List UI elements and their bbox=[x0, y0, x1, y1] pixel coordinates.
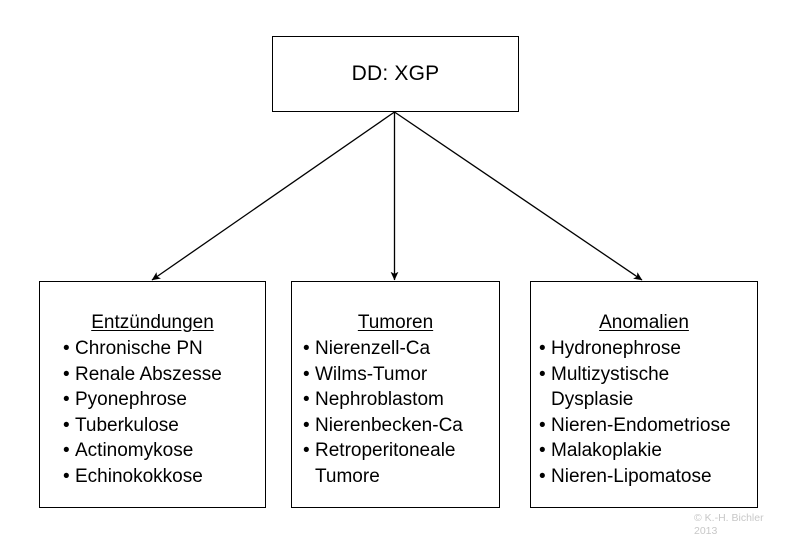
list-item-label: Chronische PN bbox=[75, 338, 203, 359]
list-item: •Renale Abszesse bbox=[63, 362, 259, 388]
bullet-icon: • bbox=[63, 363, 70, 385]
bullet-icon: • bbox=[63, 440, 70, 461]
list-item-label: Tumore bbox=[315, 465, 380, 487]
bullet-icon: • bbox=[539, 363, 546, 385]
list-item-label: Pyonephrose bbox=[75, 389, 187, 410]
list-item-label: Nieren-Endometriose bbox=[551, 414, 731, 436]
bullet-icon: • bbox=[303, 389, 310, 410]
list-item: •Retroperitoneale bbox=[303, 438, 493, 464]
list-item-label: Malakoplakie bbox=[551, 440, 662, 461]
list-item-label: Echinokokkose bbox=[75, 465, 203, 487]
list-item: •Actinomykose bbox=[63, 438, 259, 464]
list-item-label: Tuberkulose bbox=[75, 414, 179, 436]
bullet-icon: • bbox=[303, 414, 310, 436]
copyright-notice: © K.-H. Bichler 2013 bbox=[694, 512, 790, 538]
list-item-label: Hydronephrose bbox=[551, 338, 681, 359]
bullet-icon: • bbox=[539, 465, 546, 487]
bullet-icon: • bbox=[303, 440, 310, 461]
list-item-label: Multizystische bbox=[551, 363, 670, 385]
category-list-inflammation: •Chronische PN •Renale Abszesse •Pyoneph… bbox=[40, 336, 265, 489]
copyright-line-1: © K.-H. Bichler bbox=[694, 512, 764, 524]
list-item: •Nephroblastom bbox=[303, 387, 493, 413]
list-item-label: Nierenbecken-Ca bbox=[315, 414, 463, 436]
list-item: •Tuberkulose bbox=[63, 413, 259, 439]
list-item: •Chronische PN bbox=[63, 336, 259, 362]
list-item: •Nierenzell-Ca bbox=[303, 336, 493, 362]
category-title-anomalies: Anomalien bbox=[599, 312, 689, 333]
copyright-line-2: 2013 bbox=[694, 525, 718, 537]
list-item: •Nieren-Endometriose bbox=[539, 413, 751, 439]
arrow-to-anomalies bbox=[394, 111, 643, 281]
list-item-label: Renale Abszesse bbox=[75, 363, 222, 385]
list-item-label: Nephroblastom bbox=[315, 389, 444, 410]
list-item: •Echinokokkose bbox=[63, 464, 259, 490]
list-item: •Malakoplakie bbox=[539, 438, 751, 464]
root-node-label: DD: XGP bbox=[351, 62, 440, 85]
bullet-icon: • bbox=[63, 414, 70, 436]
list-item: •Nieren-Lipomatose bbox=[539, 464, 751, 490]
list-item: •Pyonephrose bbox=[63, 387, 259, 413]
list-item-continuation: Tumore bbox=[303, 464, 493, 490]
bullet-icon: • bbox=[539, 338, 546, 359]
category-box-anomalies: Anomalien •Hydronephrose •Multizystische… bbox=[530, 281, 758, 508]
category-list-tumors: •Nierenzell-Ca •Wilms-Tumor •Nephroblast… bbox=[292, 336, 499, 489]
bullet-icon: • bbox=[63, 338, 70, 359]
list-item-label: Wilms-Tumor bbox=[315, 363, 428, 385]
list-item: •Hydronephrose bbox=[539, 336, 751, 362]
category-list-anomalies: •Hydronephrose •Multizystische Dysplasie… bbox=[531, 336, 757, 489]
arrow-to-inflammation bbox=[151, 111, 395, 281]
list-item-label: Nieren-Lipomatose bbox=[551, 465, 712, 487]
bullet-icon: • bbox=[63, 465, 70, 487]
list-item-label: Retroperitoneale bbox=[315, 440, 456, 461]
list-item-label: Dysplasie bbox=[551, 389, 634, 410]
list-item-label: Nierenzell-Ca bbox=[315, 338, 431, 359]
category-box-inflammation: Entzündungen •Chronische PN •Renale Absz… bbox=[39, 281, 266, 508]
bullet-icon: • bbox=[303, 363, 310, 385]
bullet-icon: • bbox=[539, 440, 546, 461]
list-item: •Wilms-Tumor bbox=[303, 362, 493, 388]
list-item: •Nierenbecken-Ca bbox=[303, 413, 493, 439]
bullet-icon: • bbox=[539, 414, 546, 436]
list-item: •Multizystische bbox=[539, 362, 751, 388]
list-item-continuation: Dysplasie bbox=[539, 387, 751, 413]
bullet-icon: • bbox=[63, 389, 70, 410]
category-title-inflammation: Entzündungen bbox=[91, 312, 214, 333]
category-title-tumors: Tumoren bbox=[357, 312, 434, 333]
bullet-icon: • bbox=[303, 338, 310, 359]
list-item-label: Actinomykose bbox=[75, 440, 194, 461]
category-box-tumors: Tumoren •Nierenzell-Ca •Wilms-Tumor •Nep… bbox=[291, 281, 500, 508]
root-node-box: DD: XGP bbox=[272, 36, 519, 112]
